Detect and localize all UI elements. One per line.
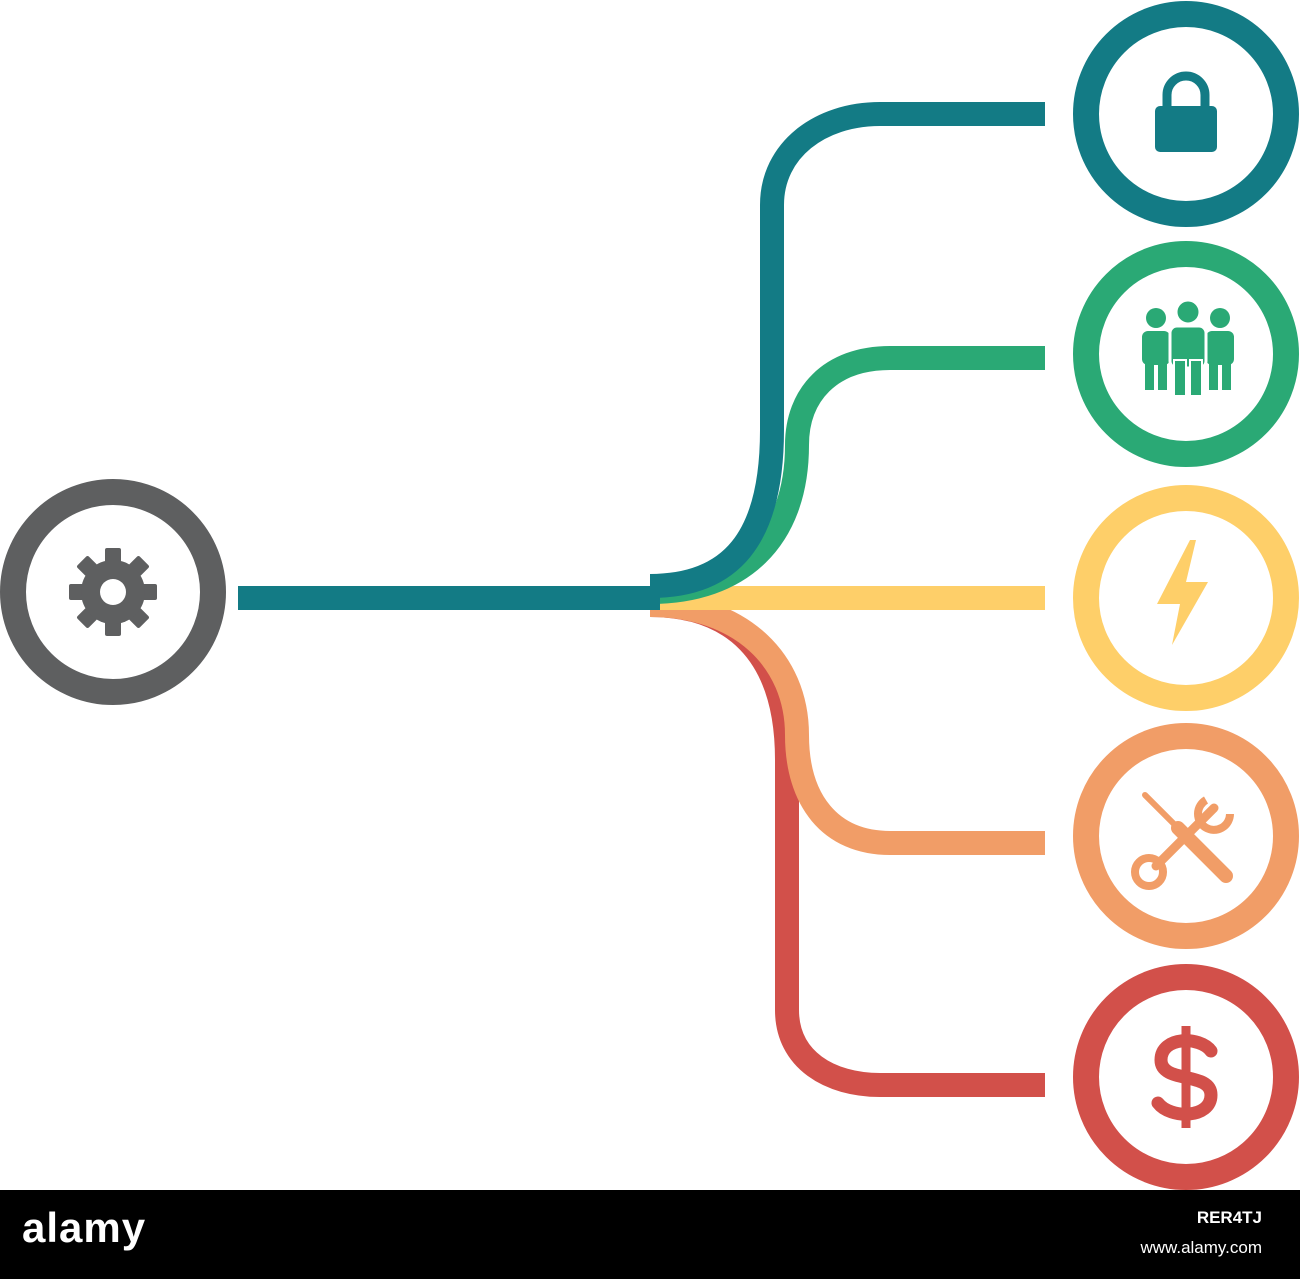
connector-green (649, 346, 1045, 604)
tools-icon (1131, 792, 1234, 890)
branch-node-lightning (1073, 485, 1299, 711)
hub-node (0, 479, 226, 705)
dollar-icon (1151, 1026, 1218, 1128)
connector-orange (649, 593, 1045, 855)
watermark-bar: alamy RER4TJ www.alamy.com (0, 1190, 1300, 1279)
branch-node-dollar (1073, 964, 1299, 1190)
diagram-area (0, 0, 1300, 1190)
connector-teal-branch (649, 102, 1045, 598)
branch-node-tools (1073, 723, 1299, 949)
team-icon (1142, 298, 1234, 397)
image-id: RER4TJ (1196, 1208, 1262, 1227)
branch-node-lock (1073, 1, 1299, 227)
gear-icon (69, 548, 157, 636)
alamy-logo: alamy (22, 1204, 147, 1251)
lock-icon (1155, 71, 1217, 152)
branch-diagram (0, 1, 1299, 1190)
branch-node-team (1073, 241, 1299, 467)
site-url: www.alamy.com (1140, 1238, 1262, 1257)
lightning-icon (1157, 540, 1208, 645)
